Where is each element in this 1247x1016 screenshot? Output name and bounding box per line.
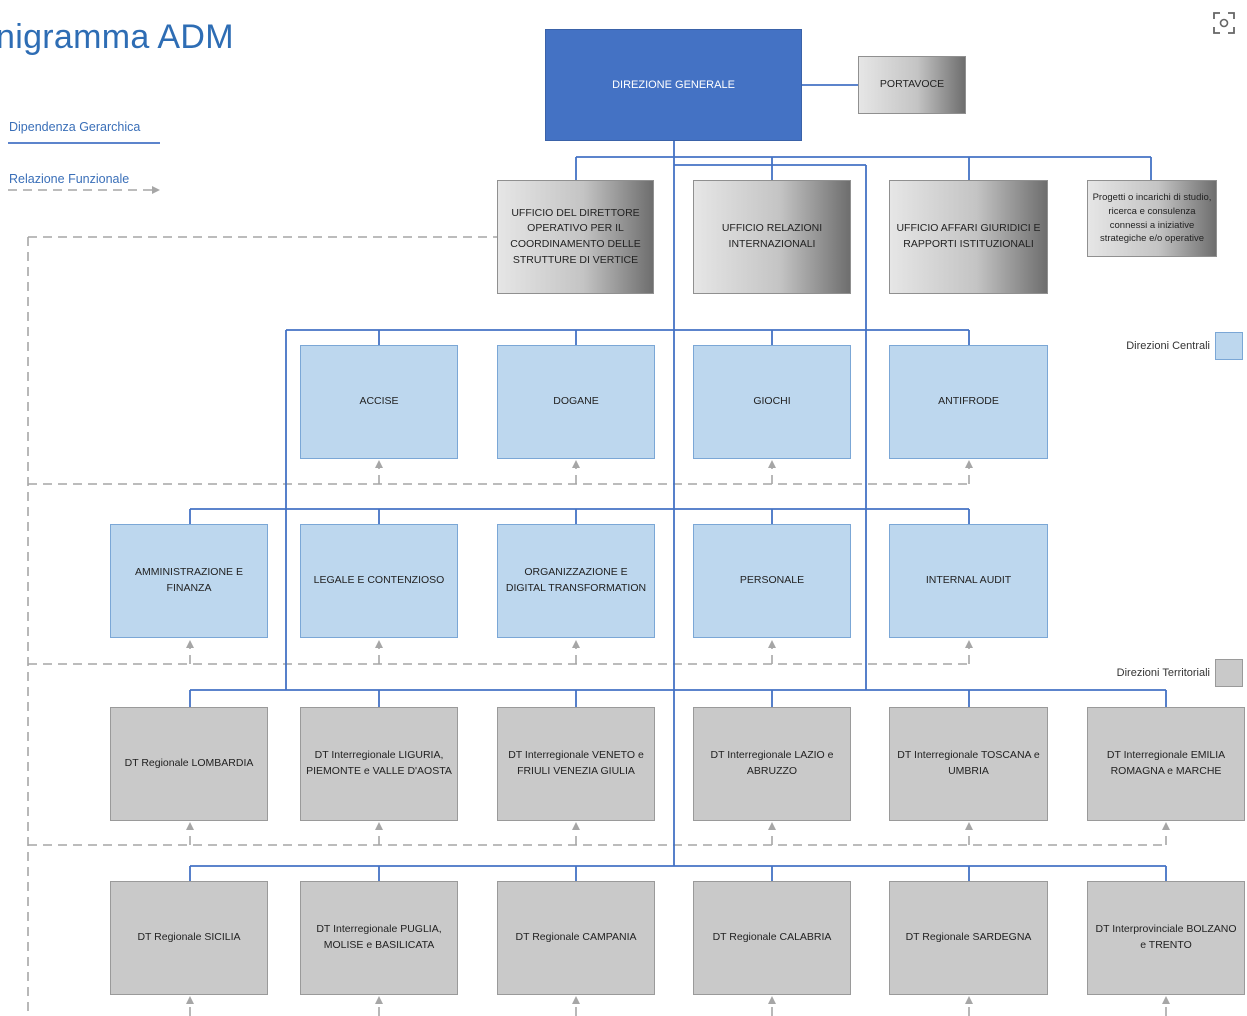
node-dt-liguria[interactable]: DT Interregionale LIGURIA, PIEMONTE e VA… [300, 707, 458, 821]
node-dt-sicilia[interactable]: DT Regionale SICILIA [110, 881, 268, 995]
hierarchical-lines [8, 84, 1167, 881]
node-staff-progetti[interactable]: Progetti o incarichi di studio, ricerca … [1087, 180, 1217, 257]
node-dt-veneto[interactable]: DT Interregionale VENETO e FRIULI VENEZI… [497, 707, 655, 821]
node-portavoce[interactable]: PORTAVOCE [858, 56, 966, 114]
node-personale[interactable]: PERSONALE [693, 524, 851, 638]
node-dt-campania[interactable]: DT Regionale CAMPANIA [497, 881, 655, 995]
node-dt-puglia[interactable]: DT Interregionale PUGLIA, MOLISE e BASIL… [300, 881, 458, 995]
node-internal-audit[interactable]: INTERNAL AUDIT [889, 524, 1048, 638]
node-staff-relazioni-internazionali[interactable]: UFFICIO RELAZIONI INTERNAZIONALI [693, 180, 851, 294]
legend-functional-label: Relazione Funzionale [9, 172, 130, 186]
node-direzione-generale[interactable]: DIREZIONE GENERALE [545, 29, 802, 141]
node-antifrode[interactable]: ANTIFRODE [889, 345, 1048, 459]
legend-hierarchical-label: Dipendenza Gerarchica [9, 120, 141, 134]
node-staff-affari-giuridici[interactable]: UFFICIO AFFARI GIURIDICI E RAPPORTI ISTI… [889, 180, 1048, 294]
node-accise[interactable]: ACCISE [300, 345, 458, 459]
functional-arrowheads [152, 186, 1170, 1004]
legend-territorial-label: Direzioni Territoriali [1116, 667, 1210, 679]
node-dt-lombardia[interactable]: DT Regionale LOMBARDIA [110, 707, 268, 821]
node-dt-calabria[interactable]: DT Regionale CALABRIA [693, 881, 851, 995]
node-dt-toscana[interactable]: DT Interregionale TOSCANA e UMBRIA [889, 707, 1048, 821]
node-giochi[interactable]: GIOCHI [693, 345, 851, 459]
node-dt-emilia-romagna[interactable]: DT Interregionale EMILIA ROMAGNA e MARCH… [1087, 707, 1245, 821]
node-dogane[interactable]: DOGANE [497, 345, 655, 459]
screenshot-icon[interactable] [1211, 10, 1237, 36]
page-title: nigramma ADM [0, 18, 234, 56]
territorial-swatch [1215, 659, 1243, 687]
node-dt-bolzano-trento[interactable]: DT Interprovinciale BOLZANO e TRENTO [1087, 881, 1245, 995]
legend-central-label: Direzioni Centrali [1126, 340, 1210, 352]
node-dt-sardegna[interactable]: DT Regionale SARDEGNA [889, 881, 1048, 995]
node-organizzazione-digital[interactable]: ORGANIZZAZIONE E DIGITAL TRANSFORMATION [497, 524, 655, 638]
node-amministrazione-finanza[interactable]: AMMINISTRAZIONE E FINANZA [110, 524, 268, 638]
central-swatch [1215, 332, 1243, 360]
node-dt-lazio[interactable]: DT Interregionale LAZIO e ABRUZZO [693, 707, 851, 821]
node-staff-direttore-operativo[interactable]: UFFICIO DEL DIRETTORE OPERATIVO PER IL C… [497, 180, 654, 294]
node-legale-contenzioso[interactable]: LEGALE E CONTENZIOSO [300, 524, 458, 638]
functional-relation-lines [8, 189, 1167, 1016]
